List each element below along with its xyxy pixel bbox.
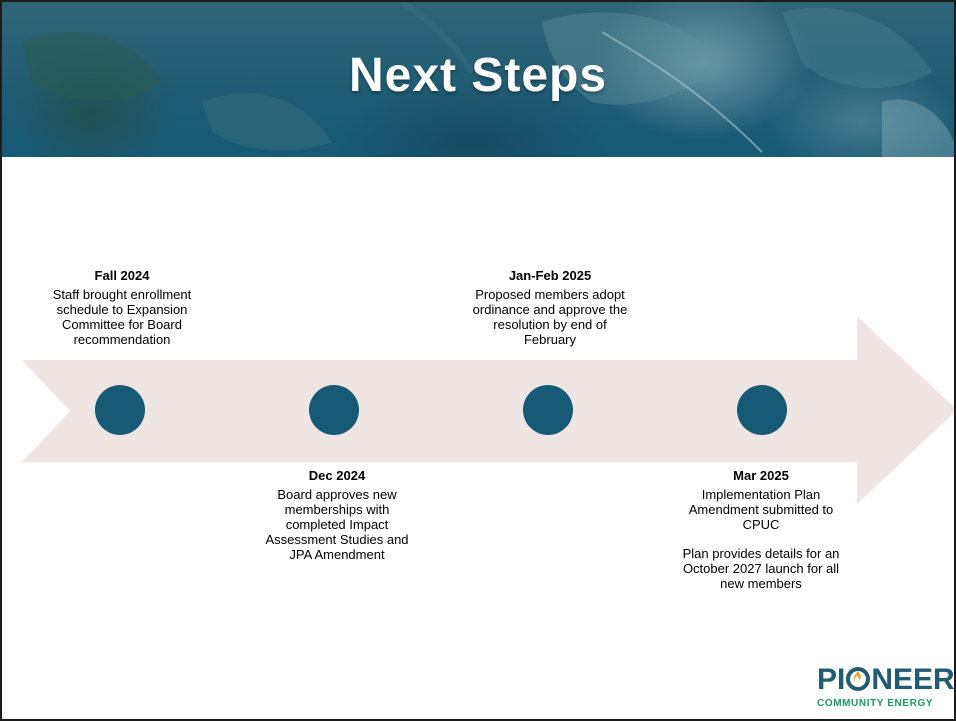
milestone-date: Fall 2024 <box>94 268 150 283</box>
milestone-text-line: Staff brought enrollment <box>52 287 192 302</box>
milestone-marker-mar-2025 <box>737 385 787 435</box>
milestone-text-line: memberships with <box>284 502 390 517</box>
milestone-dec-2024: Dec 2024 Board approves new memberships … <box>247 468 427 562</box>
milestone-text-line: schedule to Expansion <box>56 302 188 317</box>
milestone-text-line: CPUC <box>742 517 780 532</box>
milestone-fall-2024: Fall 2024 Staff brought enrollment sched… <box>32 268 212 347</box>
milestone-text-line: Board approves new <box>277 487 397 502</box>
milestone-text-line: Committee for Board <box>62 317 182 332</box>
milestone-text-line: Implementation Plan <box>701 487 821 502</box>
logo-subtitle: COMMUNITY ENERGY <box>817 698 934 709</box>
milestone-text-line: completed Impact <box>285 517 389 532</box>
milestone-text-line: Proposed members adopt <box>475 287 625 302</box>
logo-word-pre: PI <box>817 663 846 696</box>
milestone-date: Jan-Feb 2025 <box>508 268 592 283</box>
milestone-date: Dec 2024 <box>308 468 366 483</box>
milestone-date: Mar 2025 <box>733 468 789 483</box>
milestone-marker-dec-2024 <box>309 385 359 435</box>
milestone-text-line: resolution by end of <box>493 317 607 332</box>
milestone-mar-2025: Mar 2025 Implementation Plan Amendment s… <box>666 468 856 591</box>
milestone-text-line: February <box>523 332 577 347</box>
milestone-marker-jan-feb-2025 <box>523 385 573 435</box>
timeline-arrow <box>22 316 954 504</box>
milestone-text-line: ordinance and approve the <box>472 302 628 317</box>
milestone-note-line: Plan provides details for an <box>682 546 840 561</box>
milestone-note-line: new members <box>720 576 802 591</box>
milestone-text-line: JPA Amendment <box>289 547 385 562</box>
leaf-texture-background <box>22 2 954 157</box>
milestone-text-line: Assessment Studies and <box>265 532 409 547</box>
milestone-text-line: Amendment submitted to <box>688 502 834 517</box>
milestone-jan-feb-2025: Jan-Feb 2025 Proposed members adopt ordi… <box>450 268 650 347</box>
header-banner: Next Steps <box>2 2 954 157</box>
slide-title: Next Steps <box>348 49 608 102</box>
pioneer-community-energy-logo: PI NEER COMMUNITY ENERGY <box>814 663 955 716</box>
logo-wordmark: PI NEER <box>817 663 955 697</box>
milestone-text-line: recommendation <box>73 332 171 347</box>
milestone-note-line: October 2027 launch for all <box>682 561 840 576</box>
flame-o-icon <box>846 667 871 691</box>
milestone-marker-fall-2024 <box>95 385 145 435</box>
logo-word-post: NEER <box>871 663 955 696</box>
